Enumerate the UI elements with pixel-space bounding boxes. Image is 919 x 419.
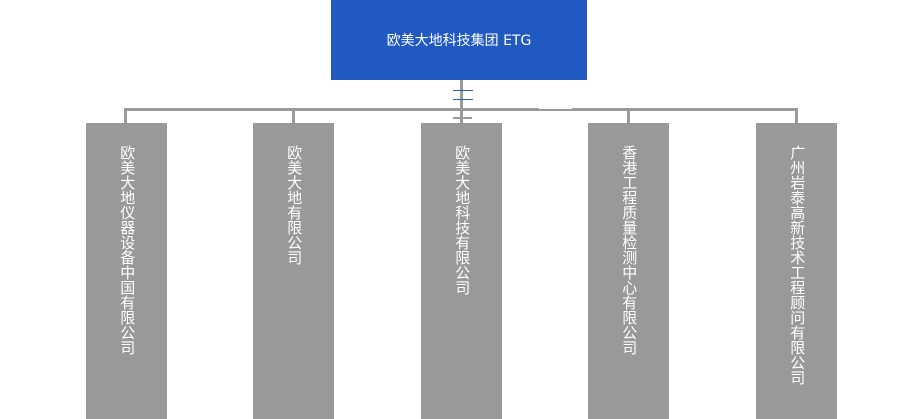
root-node-label: 欧美大地科技集团 ETG bbox=[386, 33, 532, 49]
root-node-etg: 欧美大地科技集团 ETG bbox=[331, 0, 587, 80]
child-node-hk-testing-centre: 香港工程质量检测中心有限公司 bbox=[588, 123, 669, 419]
bus-gap bbox=[539, 108, 572, 109]
child-node-label: 香港工程质量检测中心有限公司 bbox=[620, 145, 639, 355]
child-drop-connector bbox=[795, 108, 798, 123]
child-drop-connector bbox=[292, 108, 295, 123]
stem-tick-mark bbox=[453, 90, 473, 91]
child-node-label: 欧美大地有限公司 bbox=[285, 145, 304, 265]
child-node-label: 欧美大地仪器设备中国有限公司 bbox=[118, 145, 137, 355]
root-stem-connector bbox=[460, 80, 463, 123]
stem-tick-mark bbox=[453, 117, 472, 119]
child-node-guangzhou-consultancy: 广州岩泰高新技术工程顾问有限公司 bbox=[756, 123, 837, 419]
child-node-label: 广州岩泰高新技术工程顾问有限公司 bbox=[788, 145, 807, 385]
child-node-instruments: 欧美大地仪器设备中国有限公司 bbox=[86, 123, 167, 419]
child-node-etg-technology: 欧美大地科技有限公司 bbox=[421, 123, 502, 419]
child-node-label: 欧美大地科技有限公司 bbox=[453, 145, 472, 295]
stem-tick-mark bbox=[453, 99, 473, 100]
child-drop-connector bbox=[124, 108, 127, 123]
child-drop-connector bbox=[627, 108, 630, 123]
horizontal-bus-connector bbox=[124, 108, 798, 111]
child-node-etg-limited: 欧美大地有限公司 bbox=[253, 123, 334, 419]
